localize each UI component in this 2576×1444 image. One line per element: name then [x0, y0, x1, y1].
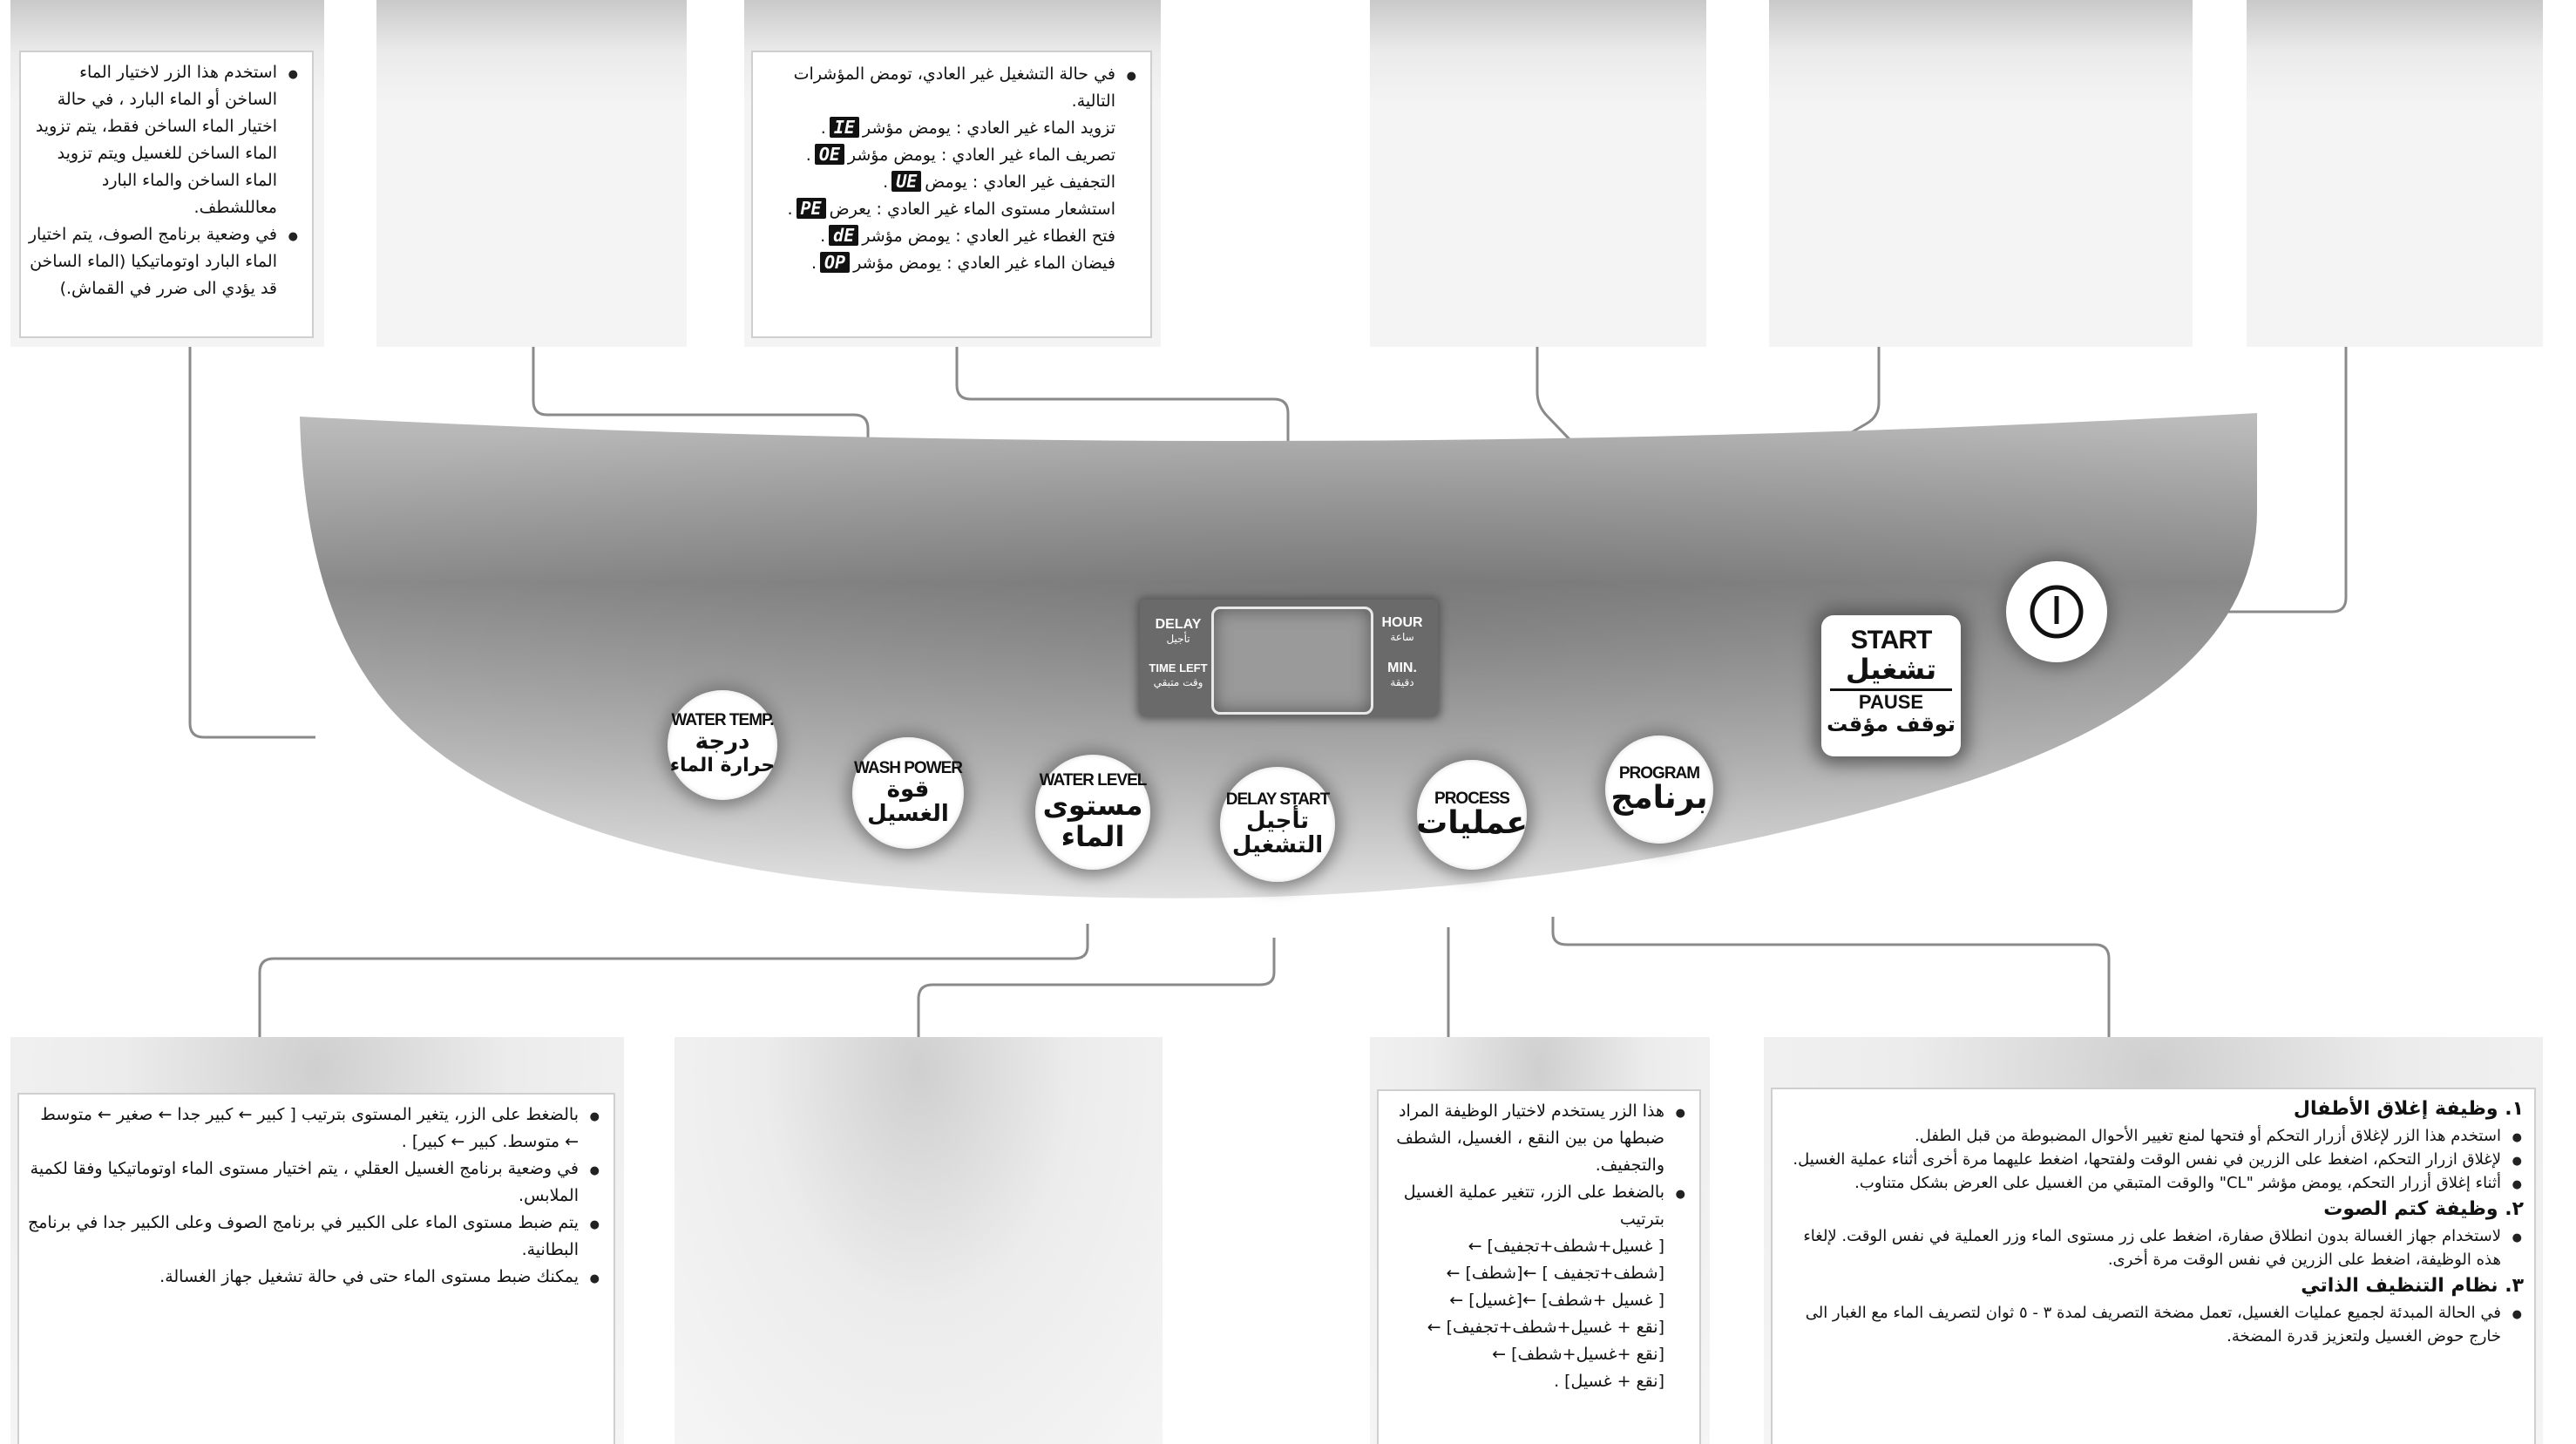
- water-temp-note-1: استخدم هذا الزر لاختيار الماء الساخن أو …: [26, 59, 300, 221]
- power-icon: [2030, 585, 2084, 639]
- water-level-note-1: بالضغط على الزر، يتغير المستوى بترتيب [ …: [26, 1102, 601, 1156]
- connector-box5: [1845, 347, 1881, 437]
- process-info-box: هذا الزر يستخدم لاختيار الوظيفة المراد ض…: [1370, 1037, 1710, 1444]
- time-left-label: TIME LEFT: [1149, 661, 1208, 675]
- water-level-note-3: يتم ضبط مستوى الماء على الكبير في برنامج…: [26, 1210, 601, 1264]
- delay-start-button[interactable]: DELAY START تأجيل التشغيل: [1220, 767, 1335, 882]
- error-code-pe: PE: [796, 198, 826, 219]
- error-code-op: OP: [819, 252, 851, 273]
- process-note-2: بالضغط على الزر، تتغير عملية الغسيل بترت…: [1384, 1179, 1687, 1233]
- connector-delay-start: [917, 938, 1276, 1037]
- hour-label: HOUR: [1381, 615, 1423, 630]
- error-row-oe: تصريف الماء غير العادي : يومض مؤشرOE.: [805, 144, 1115, 165]
- error-indicator-box: في حالة التشغيل غير العادي، تومض المؤشرا…: [744, 0, 1161, 347]
- connector-power: [2112, 347, 2348, 614]
- mute-title: ٢. وظيفة كتم الصوت: [2323, 1198, 2524, 1220]
- water-level-note-4: يمكنك ضبط مستوى الماء حتى في حالة تشغيل …: [26, 1264, 601, 1292]
- error-intro: في حالة التشغيل غير العادي، تومض المؤشرا…: [758, 61, 1138, 115]
- connector-program: [1551, 917, 2111, 1037]
- mute-note-1: لاستخدام جهاز الغسالة بدون انطلاق صفارة،…: [1778, 1224, 2524, 1271]
- self-clean-note-1: في الحالة المبدئة لجميع عمليات الغسيل، ت…: [1778, 1301, 2524, 1348]
- water-level-info-box: بالضغط على الزر، يتغير المستوى بترتيب [ …: [10, 1037, 624, 1444]
- functions-info-box: ١. وظيفة إغلاق الأطفال استخدم هذا الزر ل…: [1764, 1037, 2543, 1444]
- connector-display: [955, 347, 1290, 481]
- wash-power-button[interactable]: WASH POWER قوة الغسيل: [852, 737, 964, 849]
- error-code-de: dE: [829, 225, 859, 246]
- error-row-op: فيضان الماء غير العادي : يومض مؤشرOP.: [810, 252, 1115, 273]
- child-lock-note-1: استخدم هذا الزر لإغلاق أزرار التحكم أو ف…: [1778, 1124, 2524, 1149]
- process-button[interactable]: PROCESS عمليات: [1416, 760, 1528, 870]
- water-temp-button[interactable]: WATER TEMP. درجة حرارة الماء: [668, 690, 777, 800]
- error-code-list: تزويد الماء غير العادي : يومض مؤشرIE. تص…: [758, 115, 1138, 277]
- blurred-info-box-4: [2247, 0, 2543, 347]
- water-temp-note-2: في وضعية برنامج الصوف، يتم اختيار الماء …: [26, 221, 300, 302]
- child-lock-note-2: لإغلاق ازرار التحكم، اضغط على الزرين في …: [1778, 1148, 2524, 1173]
- delay-label: DELAY: [1155, 617, 1202, 632]
- child-lock-title: ١. وظيفة إغلاق الأطفال: [2293, 1098, 2524, 1120]
- min-label: MIN.: [1387, 661, 1417, 675]
- error-row-ie: تزويد الماء غير العادي : يومض مؤشرIE.: [820, 117, 1115, 138]
- blurred-info-box-1: [376, 0, 687, 347]
- error-code-ie: IE: [829, 117, 859, 138]
- error-row-ue: التجفيف غير العادي : يومضUE.: [883, 171, 1115, 192]
- blurred-info-box-5: [675, 1037, 1163, 1444]
- water-temp-info-box: استخدم هذا الزر لاختيار الماء الساخن أو …: [10, 0, 324, 347]
- connector-water-level: [258, 924, 1089, 1037]
- error-row-pe: استشعار مستوى الماء غير العادي : يعرضPE.: [787, 198, 1115, 219]
- connector-water-temp: [188, 347, 315, 739]
- error-code-ue: UE: [891, 171, 922, 192]
- water-level-button[interactable]: WATER LEVEL مستوى الماء: [1035, 755, 1150, 870]
- error-code-oe: OE: [814, 144, 844, 165]
- start-pause-button[interactable]: START تشغيل PAUSE توقف مؤقت: [1821, 615, 1961, 756]
- process-sequence: [ غسيل+شطف+تجفيف] ← [شطف+تجفيف ] ←[شطف] …: [1427, 1237, 1664, 1391]
- connector-box2: [532, 347, 870, 488]
- child-lock-note-3: أثناء إغلاق أزرار التحكم، يومض مؤشر "CL"…: [1778, 1171, 2524, 1197]
- water-level-note-2: في وضعية برنامج الغسيل العقلي ، يتم اختي…: [26, 1156, 601, 1210]
- program-button[interactable]: PROGRAM برنامج: [1605, 736, 1713, 844]
- error-row-de: فتح الغطاء غير العادي : يومض مؤشرdE.: [820, 225, 1115, 246]
- connector-box4: [1535, 347, 1591, 462]
- blurred-info-box-3: [1769, 0, 2193, 347]
- process-note-1: هذا الزر يستخدم لاختيار الوظيفة المراد ض…: [1384, 1098, 1687, 1179]
- self-clean-title: ٣. نظام التنظيف الذاتي: [2301, 1275, 2524, 1297]
- blurred-info-box-2: [1370, 0, 1706, 347]
- display-screen: [1211, 607, 1373, 715]
- power-button[interactable]: [2006, 561, 2107, 662]
